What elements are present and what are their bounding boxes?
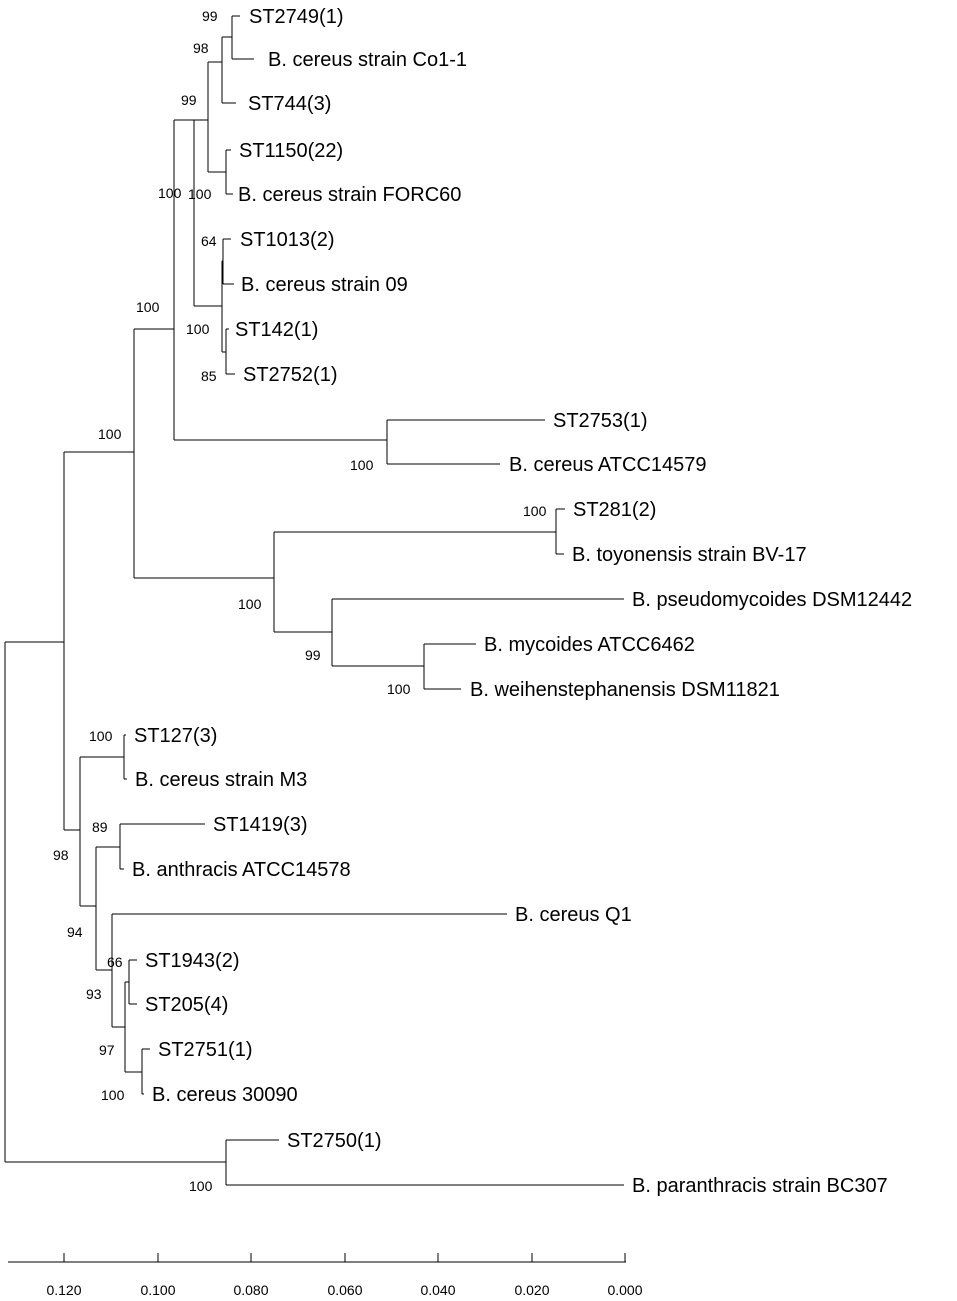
leaf-label: B. cereus ATCC14579 xyxy=(509,454,707,476)
scale-axis-tick-labels: 0.120 0.100 0.080 0.060 0.040 0.020 0.00… xyxy=(46,1282,642,1298)
branch-st281-pair xyxy=(555,508,565,555)
branch-upper-clade xyxy=(133,328,274,579)
branch-st1943-st2751 xyxy=(124,981,142,1073)
bootstrap-value: 100 xyxy=(98,426,122,442)
branch-toyonensis-mycoides xyxy=(273,531,556,633)
leaf-label: B. mycoides ATCC6462 xyxy=(484,634,695,656)
root-branch xyxy=(4,641,226,1163)
axis-tick-label: 0.000 xyxy=(607,1282,642,1298)
bootstrap-value: 99 xyxy=(181,92,197,108)
leaf-label: ST2751(1) xyxy=(158,1039,253,1061)
branch-leaf-forc60-pair xyxy=(225,149,233,195)
leaf-label: B. cereus strain FORC60 xyxy=(238,184,461,206)
bootstrap-value: 66 xyxy=(107,954,123,970)
leaf-labels: ST2749(1) B. cereus strain Co1-1 ST744(3… xyxy=(132,6,912,1197)
branch-outgroup-pair xyxy=(225,1139,624,1186)
branch-anthracis-sub xyxy=(95,846,120,971)
leaf-label: B. pseudomycoides DSM12442 xyxy=(632,589,912,611)
leaf-label: ST2752(1) xyxy=(243,364,338,386)
leaf-label: ST127(3) xyxy=(134,725,217,747)
bootstrap-value: 89 xyxy=(92,819,108,835)
axis-tick-label: 0.120 xyxy=(46,1282,81,1298)
branch-st1419-pair xyxy=(119,823,205,870)
branch-mycoides-group xyxy=(331,598,624,667)
leaf-label: ST2749(1) xyxy=(249,6,344,28)
branch-st1013-pair xyxy=(222,238,234,285)
bootstrap-value: 100 xyxy=(189,1178,213,1194)
bootstrap-value: 100 xyxy=(136,299,160,315)
branch-leaf-st2749 xyxy=(231,15,254,60)
leaf-label: ST142(1) xyxy=(235,319,318,341)
axis-tick-label: 0.040 xyxy=(420,1282,455,1298)
leaf-label: B. anthracis ATCC14578 xyxy=(132,859,351,881)
branch-st127-pair xyxy=(123,734,127,780)
bootstrap-value: 98 xyxy=(53,847,69,863)
leaf-label: B. cereus strain Co1-1 xyxy=(268,49,467,71)
bootstrap-value: 99 xyxy=(305,647,321,663)
bootstrap-value: 64 xyxy=(201,233,217,249)
bootstrap-value: 100 xyxy=(350,457,374,473)
branch-st2749-pair xyxy=(221,36,236,104)
leaf-label: B. cereus strain 09 xyxy=(241,274,408,296)
axis-tick-label: 0.020 xyxy=(514,1282,549,1298)
branch-st142-pair xyxy=(225,328,235,375)
axis-tick-label: 0.080 xyxy=(233,1282,268,1298)
leaf-label: B. toyonensis strain BV-17 xyxy=(572,544,807,566)
leaf-label: ST2753(1) xyxy=(553,410,648,432)
bootstrap-value: 99 xyxy=(202,8,218,24)
leaf-label: ST205(4) xyxy=(145,994,228,1016)
branch-mycoides-pair xyxy=(423,643,476,690)
leaf-label: B. cereus Q1 xyxy=(515,904,632,926)
support-values: 99 98 99 100 100 64 100 85 100 100 100 1… xyxy=(53,8,547,1194)
axis-tick-label: 0.060 xyxy=(327,1282,362,1298)
bootstrap-value: 85 xyxy=(201,368,217,384)
bootstrap-value: 100 xyxy=(89,728,113,744)
branch-st1943-pair xyxy=(128,959,137,1005)
leaf-label: B. cereus strain M3 xyxy=(135,769,307,791)
branch-cereus-group xyxy=(173,119,387,441)
leaf-label: ST1943(2) xyxy=(145,950,240,972)
bootstrap-value: 100 xyxy=(188,186,212,202)
bootstrap-value: 100 xyxy=(523,503,547,519)
leaf-label: ST2750(1) xyxy=(287,1130,382,1152)
bootstrap-value: 98 xyxy=(193,40,209,56)
leaf-label: ST281(2) xyxy=(573,499,656,521)
bootstrap-value: 100 xyxy=(158,185,182,201)
branch-st2751-pair xyxy=(141,1048,150,1095)
scale-axis: 0.120 0.100 0.080 0.060 0.040 0.020 0.00… xyxy=(8,1253,643,1298)
branch-st2749-group xyxy=(207,61,222,173)
bootstrap-value: 97 xyxy=(99,1042,115,1058)
leaf-label: ST744(3) xyxy=(248,93,331,115)
bootstrap-value: 93 xyxy=(86,986,102,1002)
bootstrap-value: 100 xyxy=(238,596,262,612)
bootstrap-value: 94 xyxy=(67,924,83,940)
leaf-label: B. paranthracis strain BC307 xyxy=(632,1175,888,1197)
leaf-label: B. cereus 30090 xyxy=(152,1084,298,1106)
leaf-label: ST1419(3) xyxy=(213,814,308,836)
branch-anthracis-group xyxy=(79,756,124,907)
bootstrap-value: 100 xyxy=(101,1087,125,1103)
tree-branches xyxy=(4,15,624,1186)
leaf-label: B. weihenstephanensis DSM11821 xyxy=(470,679,780,701)
branch-q1-group xyxy=(111,913,507,1028)
bootstrap-value: 100 xyxy=(186,321,210,337)
branch-st2753-pair xyxy=(386,419,545,465)
scale-axis-ticks xyxy=(63,1253,626,1262)
branch-cereus-subgroup xyxy=(193,119,222,307)
axis-tick-label: 0.100 xyxy=(140,1282,175,1298)
leaf-label: ST1013(2) xyxy=(240,229,335,251)
branch-main-ingroup xyxy=(63,451,134,831)
leaf-label: ST1150(22) xyxy=(239,140,343,162)
bootstrap-value: 100 xyxy=(387,681,411,697)
